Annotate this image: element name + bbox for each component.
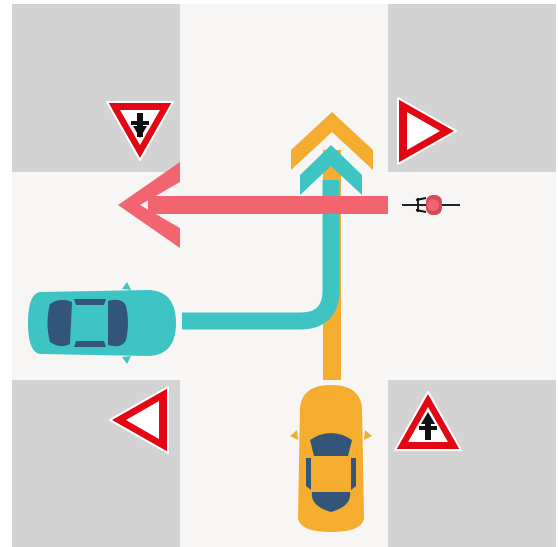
corner-block-top-left <box>12 4 180 172</box>
yellow-car-windshield <box>310 433 352 456</box>
corner-block-bottom-right <box>388 380 556 547</box>
yellow-car-side-window-right <box>351 458 356 490</box>
cross-symbol-icon <box>131 113 149 138</box>
give-way-sign-left <box>109 386 169 454</box>
cyclist-helmet <box>427 199 439 211</box>
give-way-sign-right <box>397 97 457 165</box>
teal-car-roof <box>74 306 106 340</box>
teal-car-side-window-top <box>74 299 106 305</box>
teal-car-rear-window <box>47 299 72 347</box>
yellow-car <box>290 385 372 532</box>
yellow-car-roof <box>313 458 349 490</box>
yellow-car-rear-window <box>311 492 351 512</box>
teal-car-path-arrow <box>182 145 362 330</box>
cross-symbol-icon <box>419 412 437 440</box>
teal-car-windshield <box>108 299 128 347</box>
cyclist-path-arrow <box>118 162 388 248</box>
teal-car <box>28 282 176 364</box>
cyclist <box>402 195 460 215</box>
priority-road-sign <box>106 101 174 161</box>
yellow-car-side-window-left <box>306 458 311 490</box>
intersection-warning-sign <box>394 391 462 451</box>
teal-car-side-window-bottom <box>74 341 106 347</box>
